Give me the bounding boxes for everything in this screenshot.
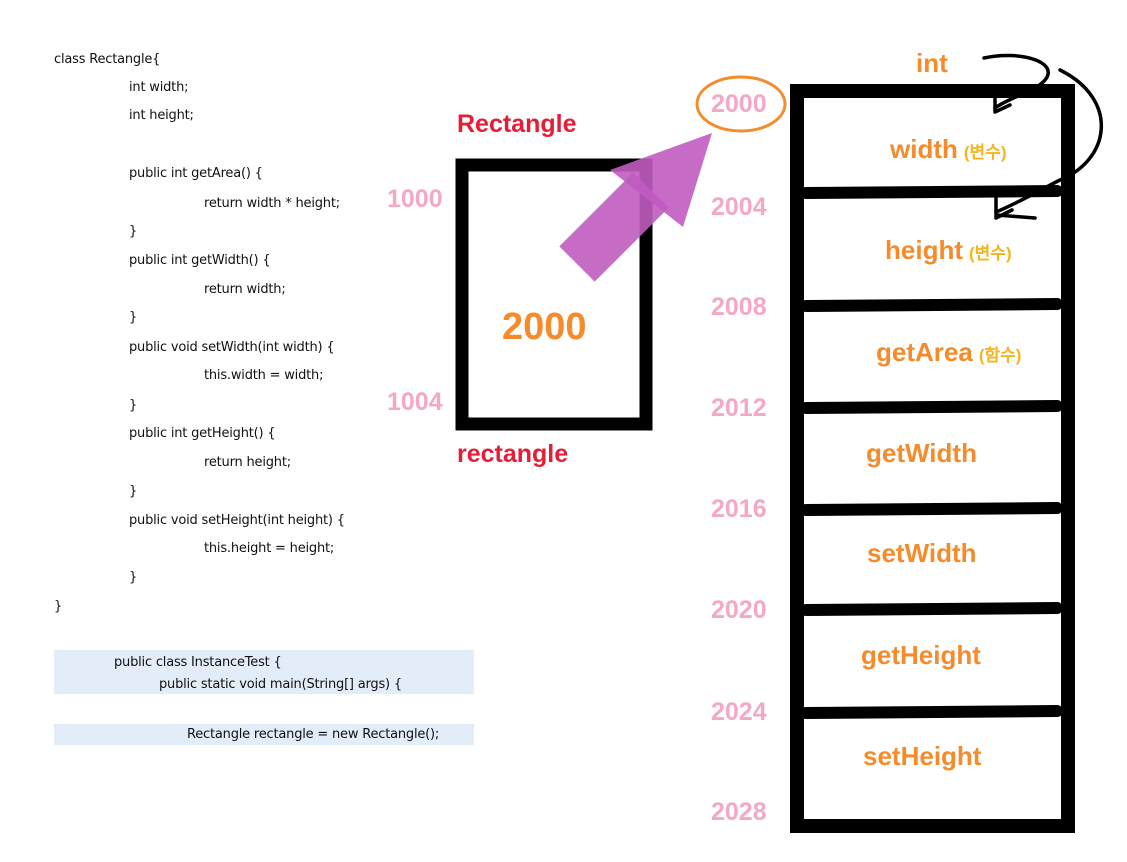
code-line: public int getWidth() {	[129, 253, 271, 268]
slot-name: getHeight	[861, 640, 981, 670]
reference-addr-end: 1004	[387, 388, 443, 416]
slot-divider	[800, 705, 1063, 719]
memory-address: 2004	[711, 193, 767, 221]
code-line: class Rectangle{	[54, 52, 161, 67]
code-line: }	[129, 310, 138, 325]
reference-type-label: Rectangle	[457, 110, 577, 138]
slot-note: (함수)	[978, 346, 1022, 365]
code-line: return width * height;	[204, 196, 340, 211]
reference-box	[455, 158, 653, 431]
type-hint-label: int	[916, 48, 948, 78]
slot-setheight: setHeight	[863, 741, 981, 772]
pointer-arrow	[559, 133, 712, 282]
code-line: public class InstanceTest {	[114, 655, 282, 670]
slot-height: height (변수)	[885, 235, 1012, 266]
code-line: return width;	[204, 282, 286, 297]
slot-note: (변수)	[969, 244, 1012, 263]
slot-name: getWidth	[866, 438, 977, 468]
code-line: return height;	[204, 455, 291, 470]
code-line: public int getHeight() {	[129, 426, 276, 441]
slot-name: width	[890, 134, 958, 164]
memory-address: 2024	[711, 698, 767, 726]
int-size-arrows	[982, 53, 1103, 220]
slot-note: (변수)	[963, 143, 1007, 162]
start-address-circle	[695, 75, 787, 133]
memory-address: 2008	[711, 293, 767, 321]
object-block	[790, 84, 1075, 833]
slot-divider	[800, 298, 1063, 312]
code-highlight	[54, 650, 474, 694]
code-line: public void setWidth(int width) {	[129, 340, 335, 355]
reference-var-label: rectangle	[457, 440, 569, 468]
code-line: public void setHeight(int height) {	[129, 513, 345, 528]
slot-divider	[800, 185, 1063, 199]
code-highlight	[54, 724, 474, 745]
code-line: }	[129, 224, 138, 239]
memory-address: 2028	[711, 798, 767, 826]
slot-setwidth: setWidth	[867, 538, 977, 569]
code-line: int width;	[129, 80, 189, 95]
code-line: public int getArea() {	[129, 166, 263, 181]
memory-address: 2020	[711, 596, 767, 624]
slot-name: setHeight	[863, 741, 982, 771]
slot-divider	[800, 602, 1063, 616]
slot-getwidth: getWidth	[866, 438, 977, 469]
code-line: }	[54, 599, 63, 614]
slot-name: height	[885, 235, 963, 265]
slot-name: setWidth	[867, 538, 977, 568]
code-line: }	[129, 570, 138, 585]
reference-addr-start: 1000	[387, 185, 443, 213]
code-line: public static void main(String[] args) {	[159, 677, 402, 692]
slot-getarea: getArea (함수)	[876, 337, 1021, 368]
code-line: this.height = height;	[204, 541, 335, 556]
reference-stored-value: 2000	[502, 306, 587, 348]
memory-address: 2012	[711, 394, 767, 422]
code-line: this.width = width;	[204, 368, 324, 383]
code-line: Rectangle rectangle = new Rectangle();	[187, 727, 440, 742]
code-line: int height;	[129, 108, 194, 123]
slot-getheight: getHeight	[861, 640, 981, 671]
slot-divider	[800, 502, 1063, 516]
code-line: }	[129, 484, 138, 499]
slot-dividers	[800, 185, 1063, 719]
object-start-address: 2000	[711, 90, 767, 118]
memory-address: 2016	[711, 495, 767, 523]
code-line: }	[129, 398, 138, 413]
slot-divider	[800, 400, 1063, 414]
slot-name: getArea	[876, 337, 973, 367]
slot-width: width (변수)	[890, 134, 1006, 165]
